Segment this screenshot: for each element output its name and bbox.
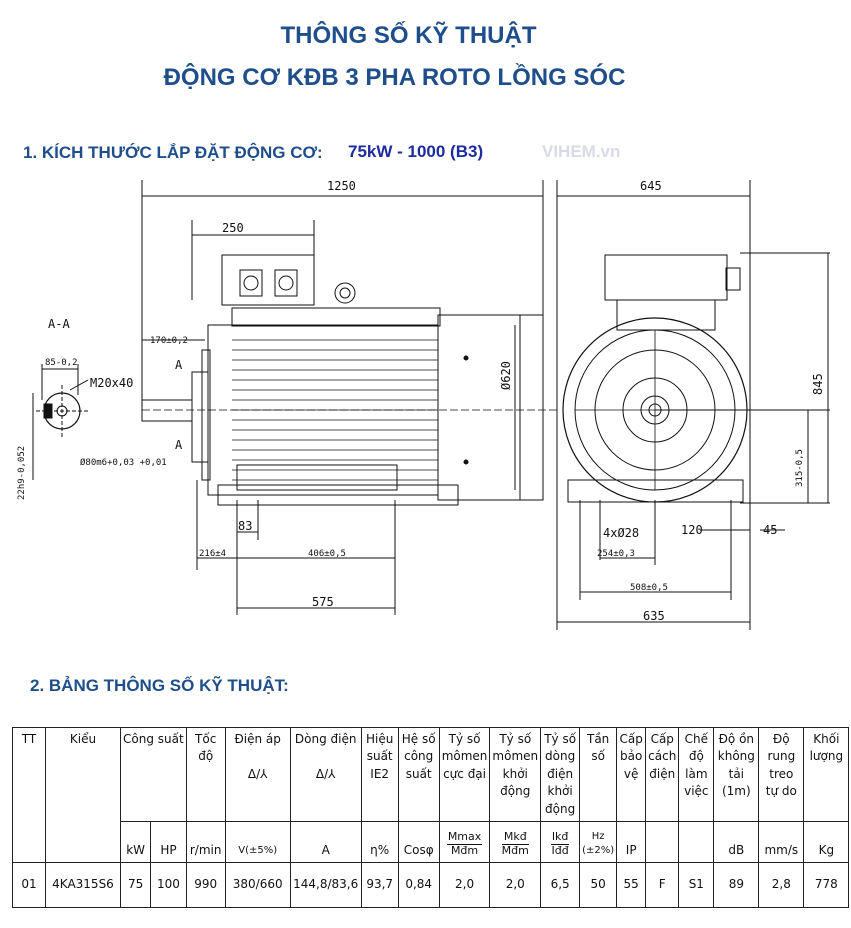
col-mmax: Tỷ số mômen cực đại — [438, 727, 491, 822]
label-a-top: A — [175, 358, 183, 372]
dimension-drawing: A-A 85-0,2 M20x40 Ø80m6+0,03 +0,01 22h9-… — [17, 179, 830, 630]
unit-mms: mm/s — [758, 820, 805, 863]
label-645: 645 — [640, 179, 662, 193]
col-he-so: Hệ số công suất — [397, 727, 440, 822]
col-toc-do: Tốc độ — [185, 727, 226, 822]
label-635: 635 — [643, 609, 665, 623]
label-620: Ø620 — [499, 361, 513, 390]
col-che-do: Chế độ làm việc — [678, 727, 715, 822]
label-85: 85-0,2 — [45, 358, 78, 368]
cell-ikd: 6,5 — [540, 861, 581, 908]
cell-hp: 100 — [150, 861, 187, 908]
cell-db: 89 — [713, 861, 760, 908]
cell-eff: 93,7 — [360, 861, 399, 908]
watermark: VIHEM.vn — [542, 142, 621, 161]
cell-tt: 01 — [12, 861, 46, 908]
col-khoi-luong: Khối lượng — [803, 727, 850, 822]
label-section-aa: A-A — [48, 317, 70, 331]
cell-vib: 2,8 — [758, 861, 805, 908]
label-83: 83 — [238, 519, 252, 533]
label-170: 170±0,2 — [150, 336, 188, 346]
label-m20: M20x40 — [90, 376, 133, 390]
unit-ins — [645, 820, 680, 863]
col-do-rung: Độ rung treo tự do — [758, 727, 805, 822]
label-a-bottom: A — [175, 438, 183, 452]
cell-a: 144,8/83,6 — [289, 861, 362, 908]
table-row: 01 4KA315S6 75 100 990 380/660 144,8/83,… — [12, 861, 850, 908]
label-216: 216±4 — [199, 549, 226, 559]
unit-cos: Cosφ — [397, 820, 440, 863]
label-1250: 1250 — [327, 179, 356, 193]
col-cap-bao-ve: Cấp bảo vệ — [616, 727, 647, 822]
label-45: 45 — [763, 523, 777, 537]
model-label: 75kW - 1000 (B3) — [348, 142, 484, 161]
unit-ip: IP — [616, 820, 647, 863]
label-d80: Ø80m6+0,03 +0,01 — [80, 457, 167, 468]
label-254: 254±0,3 — [597, 549, 635, 559]
unit-a: A — [289, 820, 362, 863]
label-575: 575 — [312, 595, 334, 609]
col-cong-suat: Công suất — [120, 727, 187, 822]
label-845: 845 — [811, 373, 825, 395]
col-tan-so: Tần số — [579, 727, 618, 822]
col-hieu-suat: Hiệu suất IE2 — [360, 727, 399, 822]
unit-v: V(±5%) — [224, 820, 291, 863]
unit-rpm: r/min — [185, 820, 226, 863]
cell-mkd: 2,0 — [489, 861, 542, 908]
label-406: 406±0,5 — [308, 549, 346, 559]
section2-heading: 2. BẢNG THÔNG SỐ KỸ THUẬT: — [30, 676, 289, 695]
label-22h9: 22h9-0,052 — [17, 446, 27, 500]
unit-hz: Hz (±2%) — [579, 820, 618, 863]
col-tt: TT — [12, 727, 46, 863]
cell-ins: F — [645, 861, 680, 908]
col-cap-cach-dien: Cấp cách điện — [645, 727, 680, 822]
cell-mmax: 2,0 — [438, 861, 491, 908]
col-kieu: Kiểu — [45, 727, 121, 863]
unit-db: dB — [713, 820, 760, 863]
cell-cos: 0,84 — [397, 861, 440, 908]
col-ikd: Tỷ số dòng điện khởi động — [540, 727, 581, 822]
unit-duty — [678, 820, 715, 863]
cell-kg: 778 — [803, 861, 850, 908]
cell-hz: 50 — [579, 861, 618, 908]
cell-v: 380/660 — [224, 861, 291, 908]
cell-kw: 75 — [119, 861, 152, 908]
col-do-on: Độ ồn không tải (1m) — [713, 727, 760, 822]
label-508: 508±0,5 — [630, 583, 668, 593]
label-120: 120 — [681, 523, 703, 537]
label-250: 250 — [222, 221, 244, 235]
cell-kieu: 4KA315S6 — [45, 861, 121, 908]
unit-kw: kW — [119, 820, 152, 863]
unit-kg: Kg — [803, 820, 850, 863]
document-title-line2: ĐỘNG CƠ KĐB 3 PHA ROTO LỒNG SÓC — [163, 64, 626, 91]
label-315: 315-0,5 — [795, 449, 805, 487]
cell-duty: S1 — [678, 861, 715, 908]
label-4x28: 4xØ28 — [603, 526, 639, 540]
unit-eff: η% — [360, 820, 399, 863]
cell-rpm: 990 — [185, 861, 226, 908]
section1-heading: 1. KÍCH THƯỚC LẮP ĐẶT ĐỘNG CƠ: — [23, 143, 323, 162]
cell-ip: 55 — [616, 861, 647, 908]
col-mkd: Tỷ số mômen khởi động — [489, 727, 542, 822]
unit-hp: HP — [150, 820, 187, 863]
document-title-line1: THÔNG SỐ KỸ THUẬT — [280, 22, 537, 49]
